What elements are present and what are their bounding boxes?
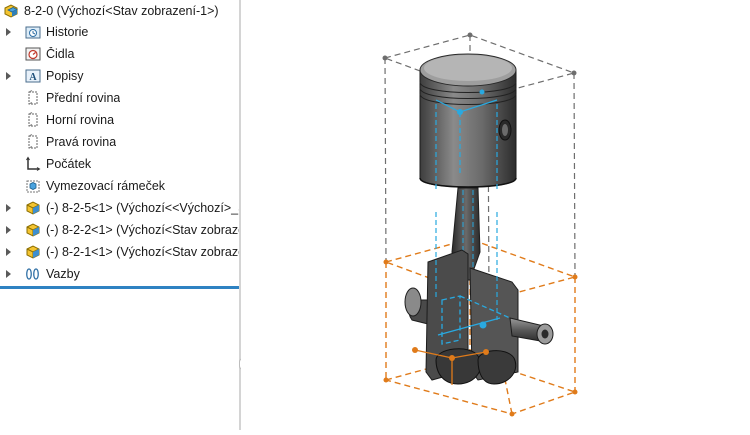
plane-icon [24,111,42,129]
tree-item-cidla[interactable]: Čidla [0,43,239,65]
tree-item-predni-rovina[interactable]: Přední rovina [0,87,239,109]
tree-item-label: Vazby [46,267,80,281]
tree-item-popisy[interactable]: A Popisy [0,65,239,87]
tree-item-label: Horní rovina [46,113,115,127]
tree-item-pocatek[interactable]: Počátek [0,153,239,175]
expand-arrow-icon[interactable] [0,65,11,87]
expand-arrow-icon[interactable] [0,21,11,43]
tree-item-label: Pravá rovina [46,135,117,149]
part-icon [24,243,42,261]
tree-item-horni-rovina[interactable]: Horní rovina [0,109,239,131]
tree-item-component-8-2-5[interactable]: (-) 8-2-5<1> (Výchozí<<Výchozí>_S [0,197,239,219]
bounding-box-icon [24,177,42,195]
tree-item-label: (-) 8-2-2<1> (Výchozí<Stav zobrazen [46,223,239,237]
history-folder-icon [24,23,42,41]
tree-item-label: Čidla [46,47,75,61]
graphics-viewport[interactable] [241,0,750,430]
piston-crank-assembly-icon [382,32,578,417]
part-icon [24,199,42,217]
tree-end-marker [0,286,239,289]
expand-arrow-icon[interactable] [0,241,11,263]
expand-arrow-icon[interactable] [0,197,11,219]
expand-arrow-icon[interactable] [0,263,11,285]
tree-item-component-8-2-2[interactable]: (-) 8-2-2<1> (Výchozí<Stav zobrazen [0,219,239,241]
tree-root-assembly[interactable]: 8-2-0 (Výchozí<Stav zobrazení-1>) [0,0,239,22]
tree-item-label: (-) 8-2-5<1> (Výchozí<<Výchozí>_S [46,201,239,215]
svg-text:A: A [29,72,37,83]
tree-item-vazby[interactable]: Vazby [0,263,239,285]
assembly-icon [2,2,20,20]
mates-icon [24,265,42,283]
tree-item-historie[interactable]: Historie [0,21,239,43]
sensors-icon [24,45,42,63]
expand-arrow-icon[interactable] [0,219,11,241]
plane-icon [24,89,42,107]
tree-root-label: 8-2-0 (Výchozí<Stav zobrazení-1>) [24,4,219,18]
tree-item-label: Historie [46,25,89,39]
tree-item-prava-rovina[interactable]: Pravá rovina [0,131,239,153]
tree-item-label: Přední rovina [46,91,121,105]
tree-item-label: Popisy [46,69,84,83]
part-icon [24,221,42,239]
origin-icon [24,155,42,173]
tree-item-vymezovaci-ramecek[interactable]: Vymezovací rámeček [0,175,239,197]
feature-tree-panel: 8-2-0 (Výchozí<Stav zobrazení-1>) Histor… [0,0,239,430]
panel-splitter[interactable] [239,0,241,430]
annotations-icon: A [24,67,42,85]
plane-icon [24,133,42,151]
tree-item-component-8-2-1[interactable]: (-) 8-2-1<1> (Výchozí<Stav zobrazen [0,241,239,263]
tree-item-label: Vymezovací rámeček [46,179,166,193]
tree-item-label: Počátek [46,157,92,171]
tree-item-label: (-) 8-2-1<1> (Výchozí<Stav zobrazen [46,245,239,259]
